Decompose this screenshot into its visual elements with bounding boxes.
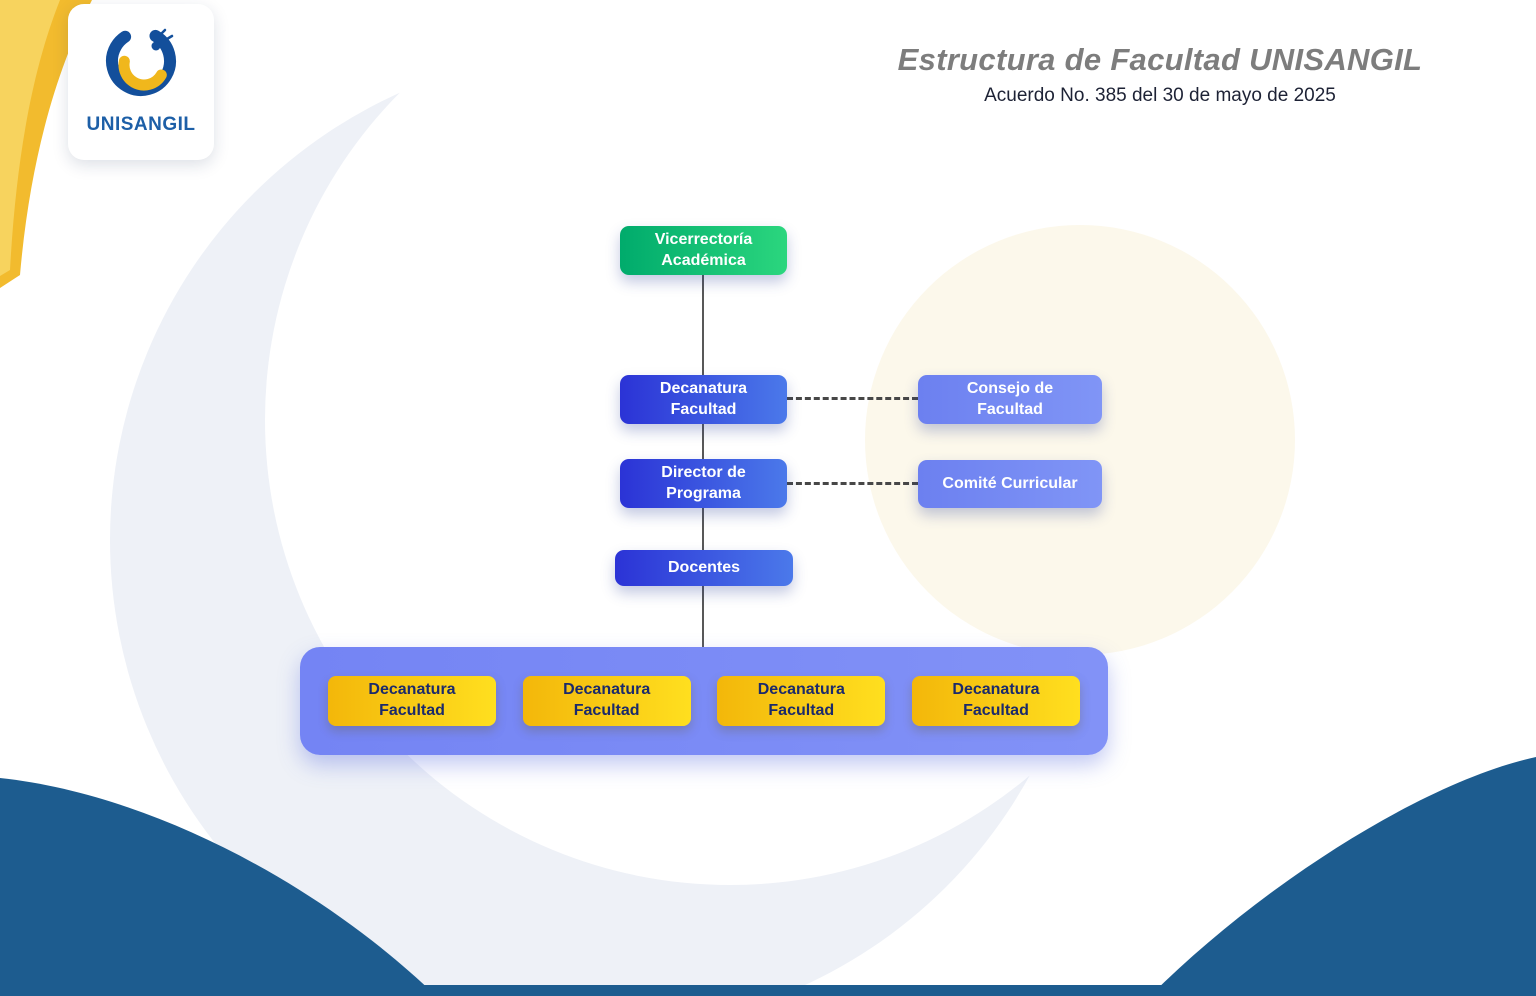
faculties-group-container: Decanatura Facultad Decanatura Facultad … [300, 647, 1108, 755]
node-decanatura-facultad-3: Decanatura Facultad [717, 676, 886, 726]
corner-ribbon-yellow [0, 0, 92, 288]
logo-card: UNISANGIL [68, 4, 214, 160]
node-vicerrectoria-academica: Vicerrectoría Académica [620, 226, 787, 275]
node-decanatura-facultad-4: Decanatura Facultad [911, 676, 1080, 726]
connector-dashed-decanatura-consejo [787, 397, 918, 400]
node-decanatura-facultad: Decanatura Facultad [620, 375, 787, 424]
node-decanatura-facultad-2: Decanatura Facultad [522, 676, 691, 726]
page-subtitle: Acuerdo No. 385 del 30 de mayo de 2025 [984, 85, 1336, 106]
connector-vicerrectoria-decanatura [702, 275, 704, 375]
background-circle-pale-yellow [865, 225, 1295, 655]
node-director-de-programa: Director de Programa [620, 459, 787, 508]
header: Estructura de Facultad UNISANGIL Acuerdo… [850, 42, 1470, 107]
unisangil-logo-icon [106, 26, 176, 96]
node-comite-curricular: Comité Curricular [918, 460, 1102, 508]
bottom-edge-band [0, 985, 1536, 996]
page-title: Estructura de Facultad UNISANGIL [897, 42, 1423, 77]
logo-wordmark: UNISANGIL [86, 114, 196, 135]
corner-shape-bottom-left [0, 778, 436, 996]
node-consejo-de-facultad: Consejo de Facultad [918, 375, 1102, 424]
connector-docentes-facultades [702, 585, 704, 647]
connector-director-docentes [702, 508, 704, 550]
connector-dashed-director-comite [787, 482, 918, 485]
node-docentes: Docentes [615, 550, 793, 586]
connector-decanatura-director [702, 424, 704, 459]
corner-shape-bottom-right [1150, 757, 1536, 996]
node-decanatura-facultad-1: Decanatura Facultad [328, 676, 496, 726]
